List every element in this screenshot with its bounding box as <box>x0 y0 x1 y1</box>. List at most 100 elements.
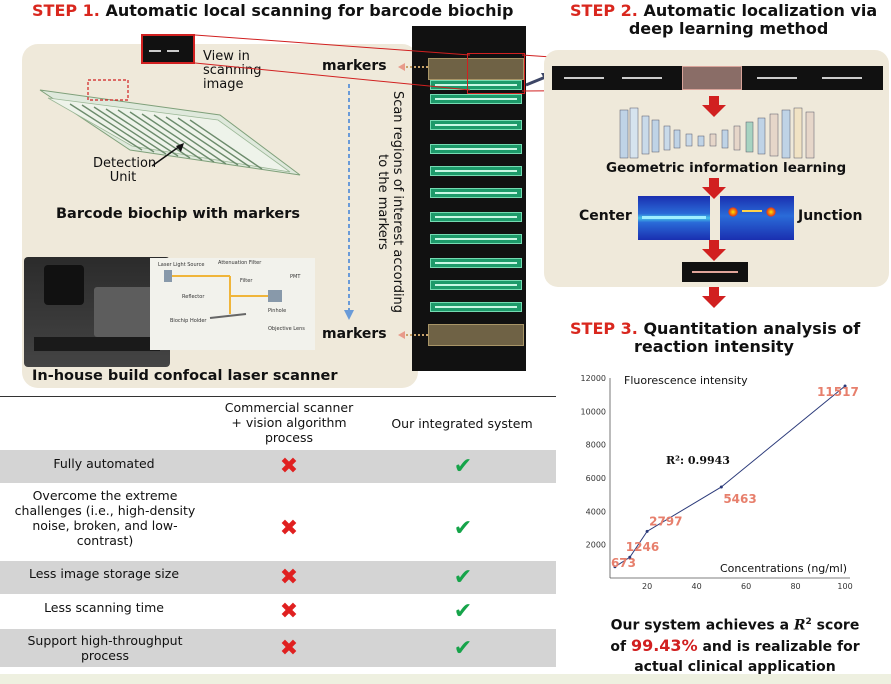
view-label-line2: scanning <box>203 63 262 78</box>
data-label: 673 <box>611 556 636 570</box>
score-percent: 99.43% <box>630 635 698 655</box>
data-point <box>719 485 723 489</box>
center-label: Center <box>579 208 632 224</box>
data-point <box>613 565 617 569</box>
r-sup: 2 <box>805 617 812 627</box>
down-arrow <box>702 178 726 199</box>
step2-label: STEP 2. <box>570 1 638 20</box>
data-point <box>628 555 632 559</box>
x-tick-label: 40 <box>692 582 702 591</box>
cross-icon: ✖ <box>279 565 299 590</box>
junction-heatmap <box>720 196 794 240</box>
step3-text-line1: Quantitation analysis of <box>643 319 861 338</box>
selection-box <box>467 53 525 94</box>
zoom-view-box <box>141 34 195 64</box>
conclusion-line2-suffix: and is realizable for <box>697 638 860 655</box>
step3-text-line2: reaction intensity <box>634 337 794 356</box>
checkmark-icon: ✔ <box>453 599 473 624</box>
data-point <box>843 384 847 388</box>
center-heatmap <box>638 196 710 240</box>
view-label-line1: View in <box>203 49 250 64</box>
part-attenuation: Attenuation Filter <box>218 260 262 266</box>
down-arrow <box>702 96 726 117</box>
barcode-strip <box>430 212 522 222</box>
junction-label: Junction <box>798 208 863 224</box>
step1-label: STEP 1. <box>32 1 100 20</box>
feature-label: Fully automated <box>53 456 155 471</box>
comparison-table: Commercial scanner + vision algorithm pr… <box>0 396 556 670</box>
scan-text-line2: to the markers <box>375 154 390 250</box>
feature-label: Support high-throughput process <box>27 633 183 663</box>
barcode-strip <box>430 188 522 198</box>
conclusion-line3: actual clinical application <box>634 658 836 675</box>
step2-text-line2: deep learning method <box>628 19 829 38</box>
y-tick-label: 10000 <box>581 407 606 416</box>
cross-icon: ✖ <box>279 599 299 624</box>
barcode-strip <box>430 120 522 130</box>
conclusion-text: Our system achieves a R2 score of 99.43%… <box>590 612 880 677</box>
part-pinhole: Pinhole <box>268 308 287 314</box>
checkmark-icon: ✔ <box>453 516 473 541</box>
y-tick-label: 8000 <box>586 441 606 450</box>
view-label-line3: image <box>203 77 244 92</box>
part-reflector: Reflector <box>182 294 205 300</box>
part-objective: Objective Lens <box>268 326 305 332</box>
table-header-commercial: Commercial scanner + vision algorithm pr… <box>224 400 354 445</box>
markers-bottom-label: markers <box>322 326 387 342</box>
part-holder: Biochip Holder <box>170 318 207 324</box>
checkmark-icon: ✔ <box>453 454 473 479</box>
step1-text: Automatic local scanning for barcode bio… <box>105 1 514 20</box>
scan-direction-text: Scan regions of interest according to th… <box>365 84 405 320</box>
data-label: 1246 <box>626 540 659 554</box>
data-point <box>645 529 649 533</box>
marker-band-bottom <box>428 324 524 346</box>
x-axis-label: Concentrations (ng/ml) <box>720 562 847 575</box>
scan-text-line1: Scan regions of interest according <box>390 90 405 314</box>
table-row <box>0 561 556 594</box>
y-tick-label: 12000 <box>581 374 606 383</box>
feature-label: Less image storage size <box>28 566 180 581</box>
biochip-caption: Barcode biochip with markers <box>56 206 301 222</box>
r2-label: R²: 0.9943 <box>666 454 730 467</box>
detection-line2: Unit <box>109 170 137 185</box>
geo-learning-label: Geometric information learning <box>606 160 847 176</box>
detected-strip <box>552 66 883 90</box>
view-in-scanning-label: View in scanning image <box>203 50 273 92</box>
r-symbol: R <box>793 617 806 634</box>
optical-diagram: Laser Light Source Attenuation Filter Fi… <box>150 258 315 350</box>
x-tick-label: 60 <box>741 582 751 591</box>
barcode-strip <box>430 94 522 104</box>
table-row <box>0 629 556 667</box>
detection-line1: Detection <box>93 156 157 171</box>
y-tick-label: 6000 <box>586 474 606 483</box>
step3-label: STEP 3. <box>570 319 638 338</box>
down-arrow <box>702 240 726 261</box>
data-label: 2797 <box>649 514 682 528</box>
bottom-band <box>0 674 891 684</box>
data-label: 5463 <box>723 492 756 506</box>
down-arrow <box>702 287 726 308</box>
step1-title: STEP 1. Automatic local scanning for bar… <box>32 2 513 20</box>
part-filter: Filter <box>240 278 253 284</box>
detection-arrow <box>151 143 184 167</box>
feature-label: Overcome the extreme challenges (i.e., h… <box>14 488 196 548</box>
biochip-illustration <box>39 79 301 176</box>
y-tick-label: 4000 <box>586 507 606 516</box>
table-header-ours: Our integrated system <box>391 416 533 431</box>
barcode-strip <box>430 144 522 154</box>
step2-text-line1: Automatic localization via <box>643 1 878 20</box>
detection-unit-label: Detection Unit <box>93 156 157 185</box>
conclusion-prefix: Our system achieves a <box>610 617 794 634</box>
output-strip <box>682 262 748 282</box>
step3-title: STEP 3. Quantitation analysis of reactio… <box>570 320 860 356</box>
barcode-strip <box>430 166 522 176</box>
markers-top-label: markers <box>322 58 387 74</box>
y-tick-label: 2000 <box>586 541 606 550</box>
checkmark-icon: ✔ <box>453 636 473 661</box>
conclusion-line2-prefix: of <box>610 638 631 655</box>
scanner-caption: In-house build confocal laser scanner <box>32 368 338 384</box>
feature-label: Less scanning time <box>44 600 164 615</box>
part-pmt: PMT <box>290 274 301 280</box>
cross-icon: ✖ <box>279 636 299 661</box>
